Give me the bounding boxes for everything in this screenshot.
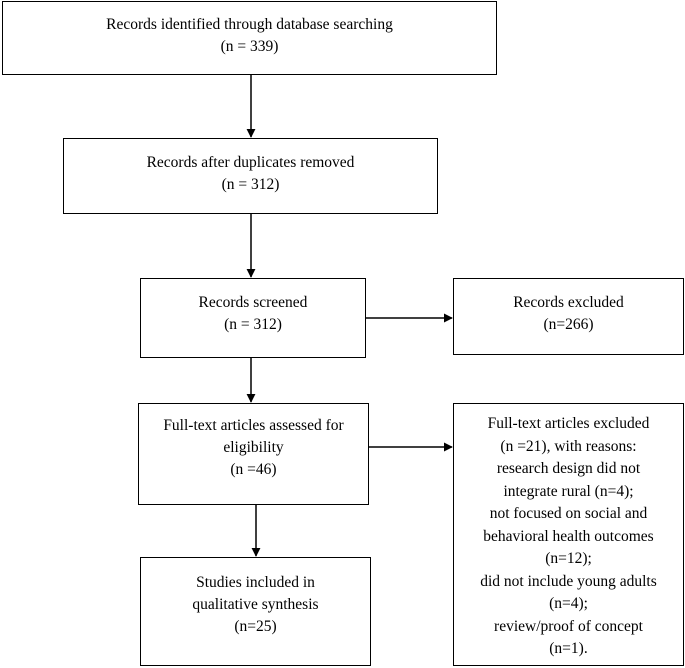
records-identified-count: (n = 339) [220,38,279,55]
records-screened-box: Records screened (n = 312) [140,278,366,358]
fulltext-assessed-label-line-2: eligibility [223,439,284,456]
records-identified-box: Records identified through database sear… [2,1,497,75]
duplicates-removed-label: Records after duplicates removed [146,154,355,171]
fulltext-excluded-reason-line: integrate rural (n=4); [503,482,634,500]
fulltext-excluded-reason-line: review/proof of concept [494,617,643,635]
records-excluded-label: Records excluded [513,294,624,311]
fulltext-excluded-total: (n =21), with reasons: [500,437,637,455]
records-screened-count: (n = 312) [224,316,282,333]
fulltext-excluded-reason-line: (n=1). [549,640,588,657]
duplicates-removed-count: (n = 312) [221,176,280,193]
duplicates-removed-box: Records after duplicates removed (n = 31… [63,138,438,214]
studies-included-label-line-2: qualitative synthesis [192,596,319,613]
fulltext-excluded-reason-line: (n=12); [545,550,592,567]
records-excluded-box: Records excluded (n=266) [453,278,684,355]
fulltext-excluded-reason-line: (n=4); [549,595,588,612]
studies-included-count: (n=25) [234,618,277,635]
fulltext-excluded-reason-line: did not include young adults [480,572,657,590]
records-excluded-count: (n=266) [543,316,594,333]
fulltext-excluded-reason-line: research design did not [496,460,641,477]
fulltext-assessed-count: (n =46) [230,461,277,478]
fulltext-excluded-box: Full-text articles excluded (n =21), wit… [453,403,684,666]
studies-included-box: Studies included in qualitative synthesi… [140,557,371,666]
fulltext-excluded-reason-line: behavioral health outcomes [483,527,654,545]
studies-included-label-line-1: Studies included in [196,574,315,591]
fulltext-excluded-reason-line: not focused on social and [489,505,648,522]
records-screened-label: Records screened [198,294,308,311]
records-identified-label: Records identified through database sear… [106,16,393,33]
fulltext-assessed-label-line-1: Full-text articles assessed for [163,417,344,434]
fulltext-assessed-box: Full-text articles assessed for eligibil… [138,403,369,505]
fulltext-excluded-title: Full-text articles excluded [487,415,650,432]
